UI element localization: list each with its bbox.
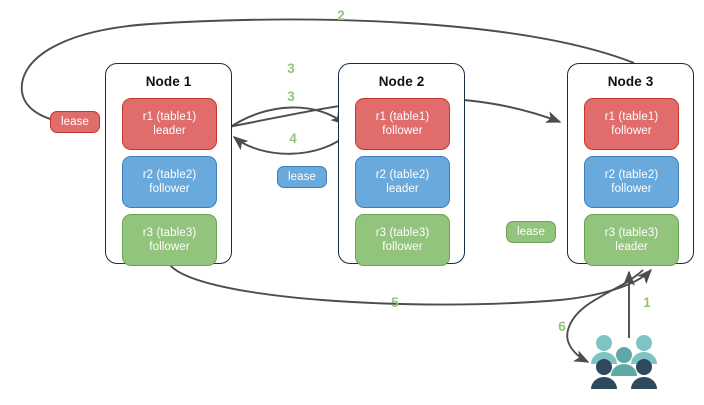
replica-label-line2: leader (615, 241, 648, 253)
users-middle-person (611, 347, 637, 376)
arrow-step-5 (169, 264, 653, 306)
replica-label-line2: follower (611, 183, 652, 195)
replica-label-line1: r3 (table3) (604, 227, 659, 239)
replica-n3-r2[interactable]: r2 (table2) follower (584, 156, 679, 208)
users-back-row (591, 335, 657, 364)
replica-label-line1: r2 (table2) (604, 169, 659, 181)
replica-label-line1: r3 (table3) (142, 227, 197, 239)
replica-label-line1: r3 (table3) (375, 227, 430, 239)
step-label-6: 6 (558, 319, 566, 334)
arrow-step-3-to-node2 (225, 106, 347, 131)
replica-label-line2: follower (149, 183, 190, 195)
replica-n2-r1[interactable]: r1 (table1) follower (355, 98, 450, 150)
node-1-container[interactable]: Node 1 r1 (table1) leader r2 (table2) fo… (105, 63, 232, 266)
step-label-5: 5 (391, 295, 399, 310)
step-label-3-lower: 3 (287, 89, 295, 104)
replica-label-line1: r1 (table1) (142, 111, 197, 123)
node-2-title: Node 2 (378, 74, 425, 89)
lease-badge-green[interactable]: lease (506, 221, 556, 243)
replica-label-line2: follower (611, 125, 652, 137)
replica-label-line1: r1 (table1) (604, 111, 659, 123)
replica-label-line2: follower (382, 125, 423, 137)
replica-n3-r3[interactable]: r3 (table3) leader (584, 214, 679, 266)
replica-label-line2: follower (149, 241, 190, 253)
replica-label-line2: leader (386, 183, 419, 195)
lease-badge-blue[interactable]: lease (277, 166, 327, 188)
replica-label-line2: follower (382, 241, 423, 253)
step-label-2: 2 (337, 8, 345, 23)
lease-badge-red[interactable]: lease (50, 111, 100, 133)
node-3-container[interactable]: Node 3 r1 (table1) follower r2 (table2) … (567, 63, 694, 266)
replica-n1-r2[interactable]: r2 (table2) follower (122, 156, 217, 208)
replica-n2-r3[interactable]: r3 (table3) follower (355, 214, 450, 266)
replica-label-line1: r1 (table1) (375, 111, 430, 123)
replica-n2-r2[interactable]: r2 (table2) leader (355, 156, 450, 208)
node-2-container[interactable]: Node 2 r1 (table1) follower r2 (table2) … (338, 63, 465, 266)
replica-n1-r3[interactable]: r3 (table3) follower (122, 214, 217, 266)
replica-n1-r1[interactable]: r1 (table1) leader (122, 98, 217, 150)
step-label-4: 4 (289, 131, 297, 146)
step-label-3-upper: 3 (287, 61, 295, 76)
users-front-row (591, 359, 657, 389)
node-3-title: Node 3 (607, 74, 654, 89)
replica-label-line1: r2 (table2) (142, 169, 197, 181)
users-icon (591, 335, 657, 389)
replica-n3-r1[interactable]: r1 (table1) follower (584, 98, 679, 150)
replica-label-line1: r2 (table2) (375, 169, 430, 181)
replica-label-line2: leader (153, 125, 186, 137)
step-label-1: 1 (643, 295, 651, 310)
node-1-title: Node 1 (145, 74, 192, 89)
